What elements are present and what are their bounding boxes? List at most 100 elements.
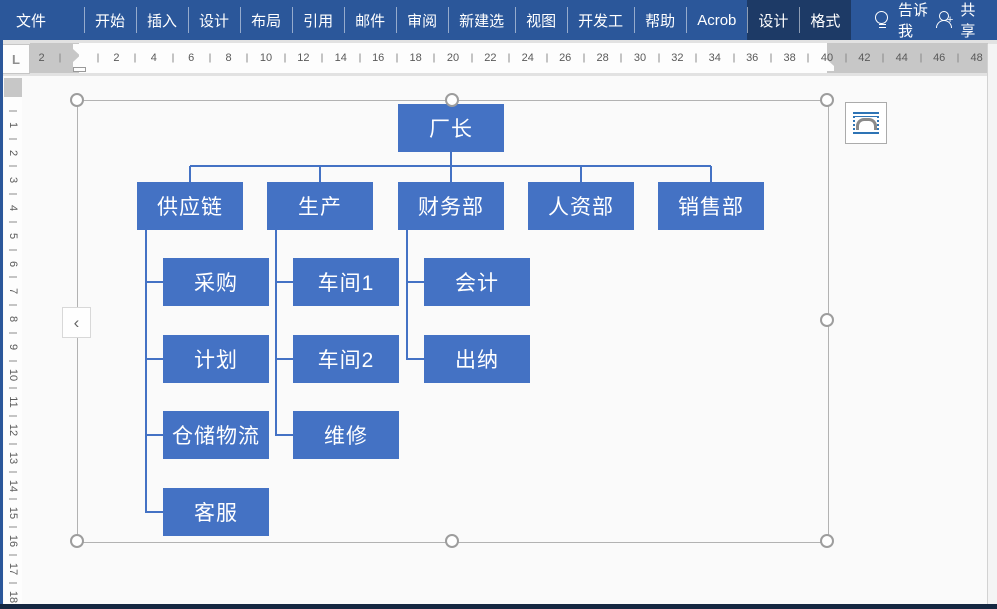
vruler-number: 18 [7,590,19,603]
selection-handle-top-left[interactable] [70,93,84,107]
ruler-number: 26 [559,52,572,64]
org-node[interactable]: 客服 [163,488,269,536]
ribbon-tab-new-tab[interactable]: 新建选 [448,0,515,40]
ribbon-tab-layout[interactable]: 布局 [240,0,292,40]
ruler-tick [59,53,61,63]
vruler-number: 1 [7,121,19,128]
right-indent-marker[interactable] [821,60,834,71]
ribbon-tab-developer[interactable]: 开发工 [567,0,634,40]
vruler-tick [9,165,17,167]
left-indent-marker[interactable] [73,67,86,72]
org-node[interactable]: 计划 [163,335,269,383]
hanging-indent-marker[interactable] [73,56,86,67]
selection-handle-bottom-right[interactable] [820,534,834,548]
ruler-number: 28 [596,52,609,64]
ribbon-tab-design[interactable]: 设计 [188,0,240,40]
ribbon-tab-references[interactable]: 引用 [292,0,344,40]
org-connector [146,434,163,436]
org-connector [710,166,712,182]
org-node[interactable]: 仓储物流 [163,411,269,459]
ruler-number: 46 [933,52,946,64]
ruler-tick [807,53,809,63]
org-node[interactable]: 厂长 [398,104,504,152]
vruler-number: 13 [7,451,19,464]
ruler-tick [882,53,884,63]
share-button[interactable]: + 共享 [935,0,997,40]
vruler-number: 4 [7,204,19,212]
selection-handle-bottom-left[interactable] [70,534,84,548]
first-line-indent-marker[interactable] [73,44,86,55]
ruler-tick [957,53,959,63]
ruler-number: 16 [372,52,385,64]
ribbon-tab-insert[interactable]: 插入 [136,0,188,40]
vruler-number: 11 [7,396,19,408]
selection-handle-top-center[interactable] [445,93,459,107]
ruler-number: 2 [38,52,45,64]
document-page[interactable]: 厂长供应链采购计划仓储物流客服 生产车间1 车间2 维修 财务部会计出纳 人资部销售部 ‹ [0,76,987,604]
ruler-tick [471,53,473,63]
org-connector [406,230,408,360]
ruler-tick [433,53,435,63]
ribbon-tab-mailings[interactable]: 邮件 [344,0,396,40]
layout-options-button[interactable] [845,102,887,144]
chevron-left-icon: ‹ [73,312,80,332]
ruler-right-margin [827,43,988,73]
ribbon-tab-view[interactable]: 视图 [515,0,567,40]
org-connector [276,434,293,436]
selection-handle-bottom-center[interactable] [445,534,459,548]
vruler-tick [9,193,17,195]
vruler-number: 6 [7,260,19,267]
vruler-tick [9,498,17,500]
vruler-number: 3 [7,177,19,184]
org-node[interactable]: 生产 [267,182,373,230]
vruler-number: 12 [7,423,19,437]
ruler-number: 12 [297,52,310,64]
vruler-number: 8 [7,315,19,323]
vruler-tick [9,443,17,445]
selection-handle-middle-right[interactable] [820,313,834,327]
selection-handle-top-right[interactable] [820,93,834,107]
ribbon-tab-help[interactable]: 帮助 [634,0,686,40]
org-connector [189,166,191,182]
org-node[interactable]: 供应链 [137,182,243,230]
tell-me-box[interactable]: 告诉我 [875,0,934,40]
ruler-tick [658,53,660,63]
org-node[interactable]: 车间2 [293,335,399,383]
org-node[interactable]: 出纳 [424,335,530,383]
org-node[interactable]: 会计 [424,258,530,306]
vruler-tick [9,332,17,334]
ribbon-tab-home[interactable]: 开始 [84,0,136,40]
ruler-number: 22 [484,52,497,64]
org-node[interactable]: 维修 [293,411,399,459]
org-connector [450,166,452,182]
text-pane-toggle-button[interactable]: ‹ [62,307,91,338]
ruler-number: 20 [446,52,460,64]
vruler-number: 9 [7,343,19,350]
org-node[interactable]: 财务部 [398,182,504,230]
ribbon-tab-acrobat[interactable]: Acrob [686,0,747,40]
vruler-number: 17 [7,562,19,575]
ruler-tick [209,53,211,63]
ruler-tick [359,53,360,63]
ribbon-tab-review[interactable]: 审阅 [396,0,448,40]
org-connector [580,166,582,182]
vruler-number: 7 [7,288,19,295]
org-node[interactable]: 采购 [163,258,269,306]
add-person-icon: + [935,11,953,29]
ribbon-tab-file[interactable]: 文件 [16,12,47,30]
org-node[interactable]: 销售部 [658,182,764,230]
org-node[interactable]: 车间1 [293,258,399,306]
tab-stop-selector[interactable]: L [2,44,30,74]
share-label: 共享 [960,2,976,40]
ribbon-tab-smartart-format[interactable]: 格式 [799,0,852,40]
ribbon-tab-smartart-design[interactable]: 设计 [747,0,800,40]
vertical-scrollbar[interactable] [987,44,997,604]
ruler-number: 18 [409,52,422,64]
org-connector [407,358,424,360]
vruler-tick [9,249,17,251]
ruler-number: 48 [970,52,983,64]
org-node[interactable]: 人资部 [528,182,634,230]
